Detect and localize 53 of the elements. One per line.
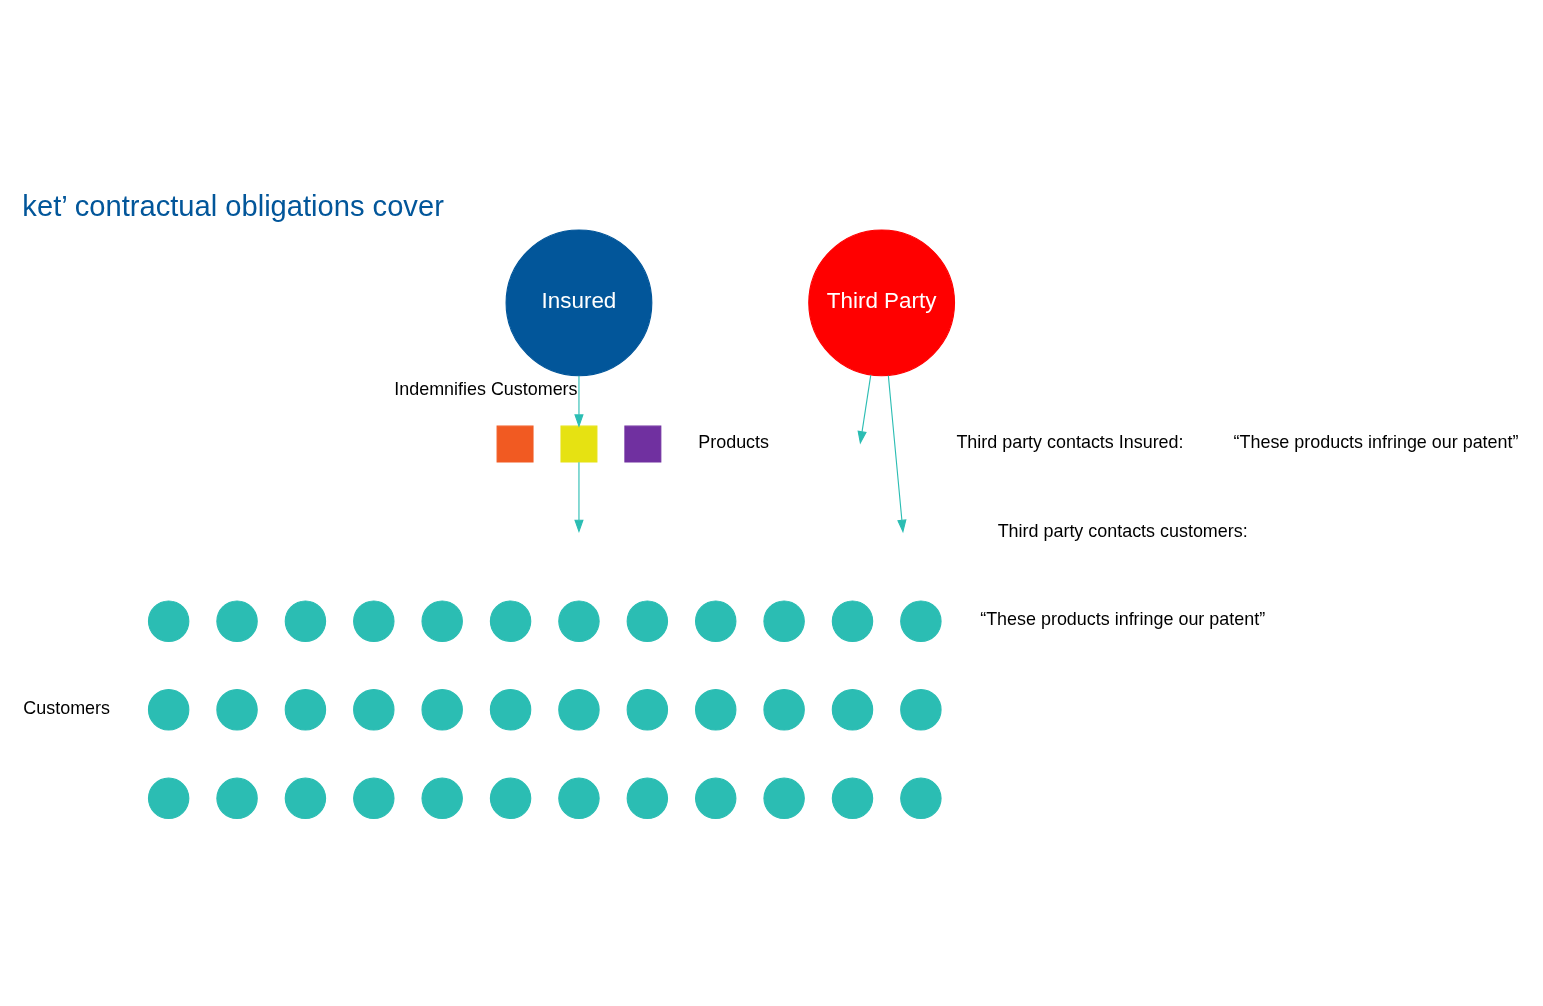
node-circle: Third Party: [808, 228, 956, 376]
label: “These products infringe our patent”: [980, 608, 1266, 629]
node-circle: [147, 599, 190, 642]
node-box: [624, 425, 662, 463]
node-circle: Insured: [505, 228, 653, 376]
label: “These products infringe our patent”: [1233, 431, 1519, 452]
node-circle: [216, 688, 258, 730]
node-circle: [831, 777, 874, 819]
node-circle: [421, 599, 463, 642]
label: Third party contacts customers:: [997, 520, 1248, 541]
node-circle: [421, 777, 463, 819]
arrow: [857, 374, 872, 445]
node-circle: [489, 777, 532, 819]
node-circle: [763, 688, 805, 730]
edge-label: Indemnifies Customers: [394, 378, 578, 399]
node-circle: [626, 688, 669, 730]
label: Products: [698, 431, 770, 452]
label: Third party contacts Insured:: [956, 431, 1184, 452]
node-circle: [353, 777, 395, 819]
node-circle: [831, 599, 874, 642]
node-circle: [216, 777, 258, 819]
node-circle: [695, 688, 737, 730]
node-circle: [558, 777, 600, 819]
node-circle: [421, 688, 463, 730]
node-circle: [558, 599, 600, 642]
node-circle: [147, 777, 190, 819]
node-box: [496, 425, 534, 463]
node-circle: [489, 599, 532, 642]
node-circle: [626, 777, 669, 819]
arrow: [887, 374, 907, 533]
arrow: [574, 374, 584, 428]
node-circle: [284, 777, 327, 819]
node-circle: [900, 599, 942, 642]
diagram-title: ket’ contractual obligations cover: [22, 189, 444, 222]
node-circle: [900, 777, 942, 819]
node-circle: [147, 688, 190, 730]
node-circle: [284, 599, 327, 642]
node-circle: [353, 599, 395, 642]
node-circle: [626, 599, 669, 642]
node-circle: [489, 688, 532, 730]
node-circle: [763, 777, 805, 819]
arrow: [574, 461, 584, 533]
node-circle: [831, 688, 874, 730]
node-circle: [284, 688, 327, 730]
node-circle: [216, 599, 258, 642]
label: Customers: [23, 697, 110, 718]
node-circle: [695, 599, 737, 642]
node-circle: [763, 599, 805, 642]
node-box: [560, 425, 598, 463]
node-circle: [353, 688, 395, 730]
node-circle: [558, 688, 600, 730]
node-circle: [695, 777, 737, 819]
node-circle: [900, 688, 942, 730]
